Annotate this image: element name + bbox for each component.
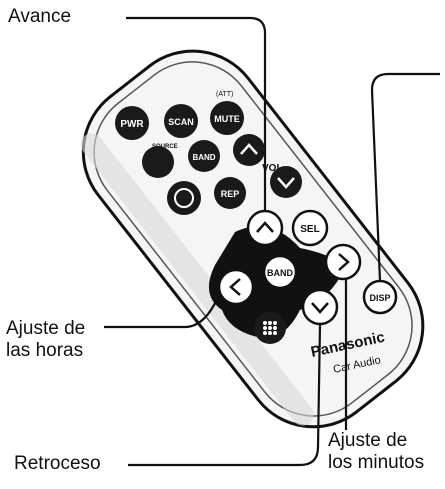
- button-up[interactable]: [246, 209, 284, 247]
- leader-disp: [370, 72, 440, 282]
- scan-label: SCAN: [168, 117, 194, 127]
- callout-horas-line1: Ajuste de: [6, 318, 86, 339]
- button-pwr[interactable]: PWR: [115, 106, 149, 140]
- callout-ajuste-minutos: Ajuste de los minutos: [328, 430, 424, 474]
- leader-horas: [104, 294, 221, 329]
- callout-horas-line2: las horas: [6, 340, 84, 361]
- source-label: SOURCE: [152, 144, 178, 150]
- sel-label: SEL: [300, 224, 319, 235]
- leader-retroceso: [128, 323, 322, 467]
- callout-minutos-line1: Ajuste de: [328, 430, 408, 451]
- remote-shading: [80, 133, 314, 426]
- button-numpad[interactable]: [254, 312, 286, 344]
- att-label: (ATT): [216, 91, 233, 98]
- leader-avance: [126, 16, 267, 211]
- mute-label: MUTE: [214, 114, 240, 124]
- remote-inner-rim: [93, 61, 413, 417]
- disp-label: DISP: [369, 293, 390, 303]
- button-sel[interactable]: SEL: [291, 209, 329, 247]
- button-disp[interactable]: DISP: [362, 279, 398, 315]
- band-small-label: BAND: [192, 153, 215, 162]
- callout-avance: Avance: [8, 6, 72, 27]
- button-source[interactable]: SOURCE: [142, 144, 178, 178]
- button-scan[interactable]: SCAN: [164, 104, 198, 138]
- callout-ajuste-horas: Ajuste de las horas: [6, 318, 85, 362]
- callout-retroceso: Retroceso: [14, 453, 101, 474]
- button-left[interactable]: [217, 268, 255, 306]
- button-rep[interactable]: REP: [214, 177, 246, 209]
- button-band-small[interactable]: BAND: [188, 140, 220, 172]
- button-band[interactable]: BAND: [262, 254, 298, 290]
- rep-label: REP: [221, 189, 240, 199]
- button-down[interactable]: [301, 288, 339, 326]
- button-vol-up[interactable]: [233, 134, 265, 166]
- pwr-label: PWR: [120, 119, 144, 130]
- button-music[interactable]: [167, 181, 201, 215]
- vol-label: VOL: [262, 163, 283, 174]
- button-mute[interactable]: MUTE (ATT): [210, 91, 244, 135]
- button-vol-down[interactable]: [270, 166, 302, 198]
- band-label: BAND: [267, 268, 293, 278]
- button-right[interactable]: [324, 243, 362, 281]
- callout-minutos-line2: los minutos: [328, 452, 425, 473]
